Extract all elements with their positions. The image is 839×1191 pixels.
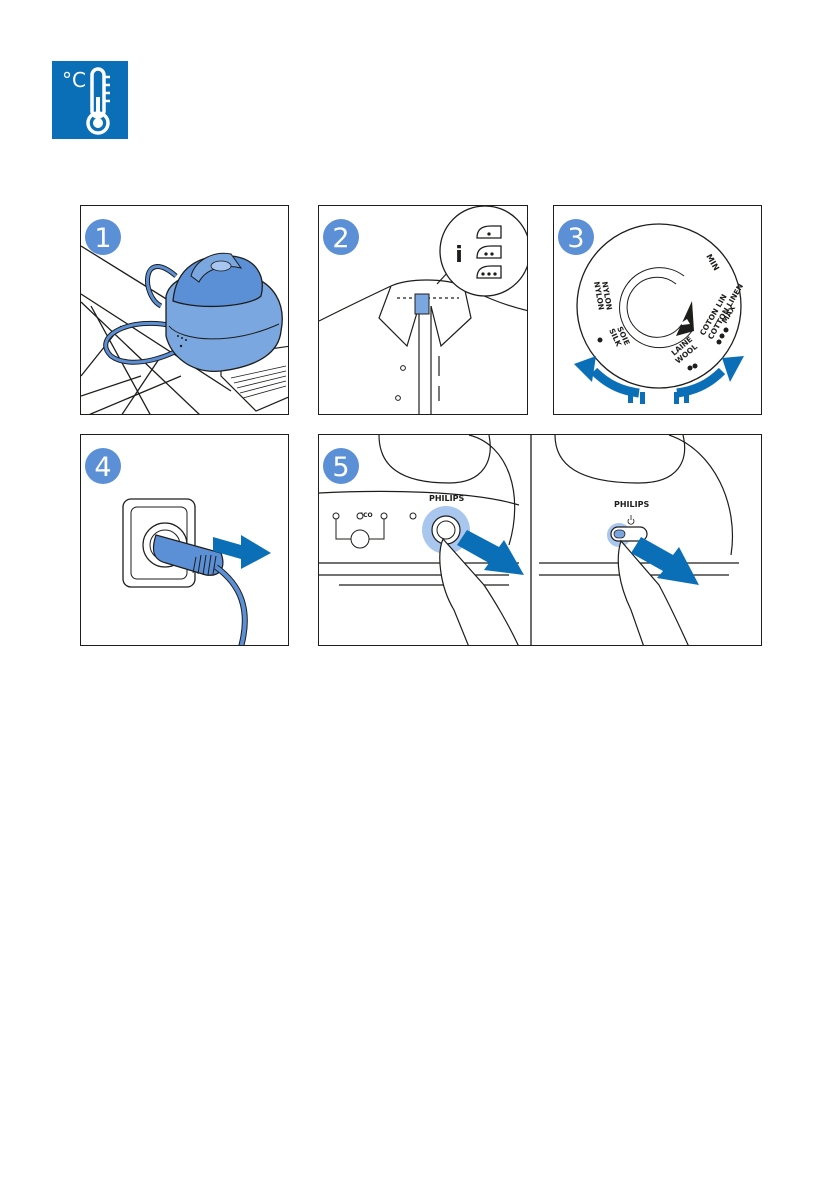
insert-arrow xyxy=(213,535,271,569)
step-2-number: 2 xyxy=(332,223,349,254)
step-4-number: 4 xyxy=(94,452,111,483)
step-3-number: 3 xyxy=(567,223,584,254)
unit-text: °C xyxy=(62,68,86,92)
info-symbol: i xyxy=(455,243,463,268)
iron-temperature-symbols xyxy=(476,225,502,279)
press-arrow-left xyxy=(457,530,524,575)
step-1-number: 1 xyxy=(94,223,111,254)
step-5-panel: ECO PHILIPS PHILIPS 5 xyxy=(318,434,762,646)
temperature-icon: °C xyxy=(52,61,128,139)
temperature-dial[interactable] xyxy=(576,223,742,389)
brand-left: PHILIPS xyxy=(429,494,464,503)
press-arrow-right xyxy=(631,537,699,585)
step-2-panel: i 2 xyxy=(318,205,528,415)
plug[interactable] xyxy=(152,534,224,576)
eco-label: ECO xyxy=(359,512,373,519)
step-1-panel: 1 xyxy=(80,205,289,415)
brand-right: PHILIPS xyxy=(614,500,649,509)
step-3-panel: MIN NYLON NYLON SOIE SILK LAINE WOOL COT… xyxy=(553,205,762,415)
step-4-panel: 4 xyxy=(80,434,289,646)
step-5-number: 5 xyxy=(332,452,349,483)
